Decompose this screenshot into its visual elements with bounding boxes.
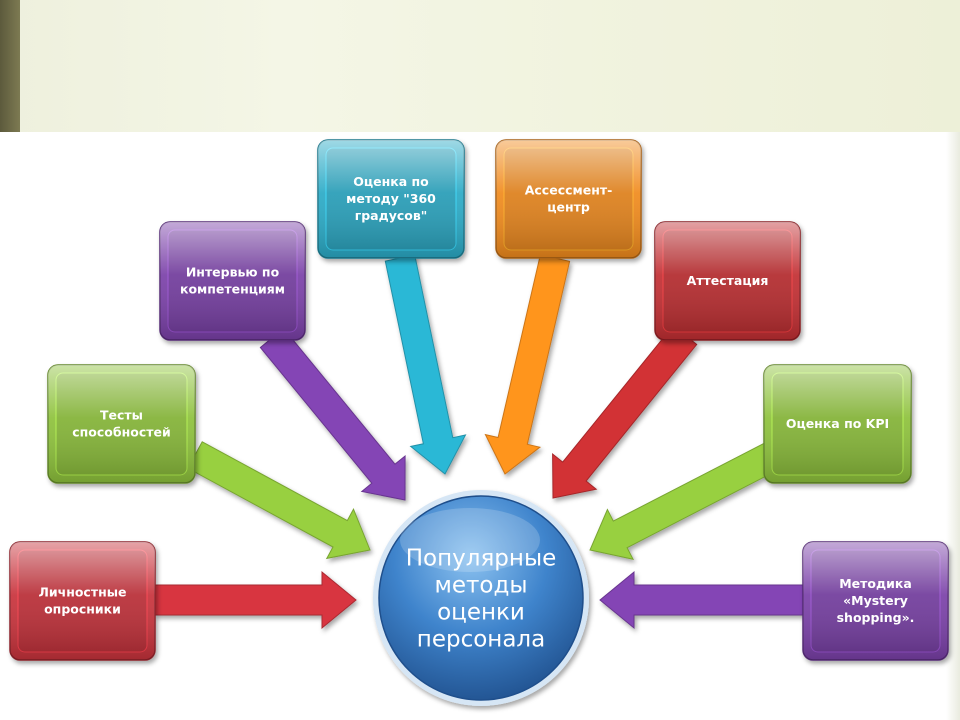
method-box-ability-tests: Тесты способностей (47, 364, 196, 484)
center-label-line: методы (434, 573, 527, 599)
method-box-kpi: Оценка по KPI (763, 364, 912, 484)
method-box-gloss (318, 140, 464, 258)
method-box-personality: Личностные опросники (9, 541, 156, 661)
method-box-mystery-shopping: Методика «Mystery shopping». (802, 541, 949, 661)
method-label-line: Личностные (38, 585, 126, 600)
method-box-gloss (764, 365, 911, 483)
arrow-competency-interview (259, 327, 406, 501)
arrow-ability-tests (187, 441, 371, 560)
arrow-assessment-center (484, 253, 571, 475)
method-label-line: «Mystery (843, 593, 908, 608)
slide-header-accent (0, 0, 20, 132)
method-box-competency-interview: Интервью по компетенциям (159, 221, 306, 341)
method-label-line: Оценка по KPI (786, 416, 889, 431)
method-box-gloss (10, 542, 155, 660)
method-box-attestation: Аттестация (654, 221, 801, 341)
center-label-line: оценки (437, 600, 525, 626)
slide-header-band (0, 0, 960, 132)
arrow-kpi (589, 438, 788, 561)
method-box-method-360: Оценка по методу "360 градусов" (317, 139, 465, 259)
method-label-line: Тесты (100, 408, 143, 423)
method-box-gloss (655, 222, 800, 340)
arrow-attestation (552, 324, 698, 499)
center-highlight (400, 508, 540, 572)
arrow-mystery-shopping (599, 570, 804, 630)
method-label-line: Интервью по (186, 265, 280, 280)
method-label-line: Методика (839, 576, 912, 591)
method-label-line: компетенциям (180, 282, 285, 297)
method-label-line: опросники (44, 602, 121, 617)
center-label-line: Популярные (406, 546, 557, 572)
method-label-line: Оценка по (353, 174, 429, 189)
method-label-line: методу "360 (346, 191, 436, 206)
arrow-method-360 (384, 254, 467, 475)
slide-right-edge (946, 132, 960, 720)
center-label-line: персонала (417, 627, 545, 653)
method-box-gloss (803, 542, 948, 660)
method-label-line: центр (547, 200, 590, 215)
method-label-line: способностей (72, 425, 170, 440)
method-label-line: Аттестация (687, 273, 769, 288)
method-label-line: shopping». (837, 610, 915, 625)
method-box-gloss (160, 222, 305, 340)
method-label-line: градусов" (355, 208, 428, 223)
method-label-line: Ассесcмент- (525, 183, 613, 198)
center-sphere (378, 495, 584, 701)
method-box-gloss (496, 140, 641, 258)
method-box-gloss (48, 365, 195, 483)
arrow-personality (154, 570, 357, 630)
method-box-assessment-center: Ассесcмент-центр (495, 139, 642, 259)
